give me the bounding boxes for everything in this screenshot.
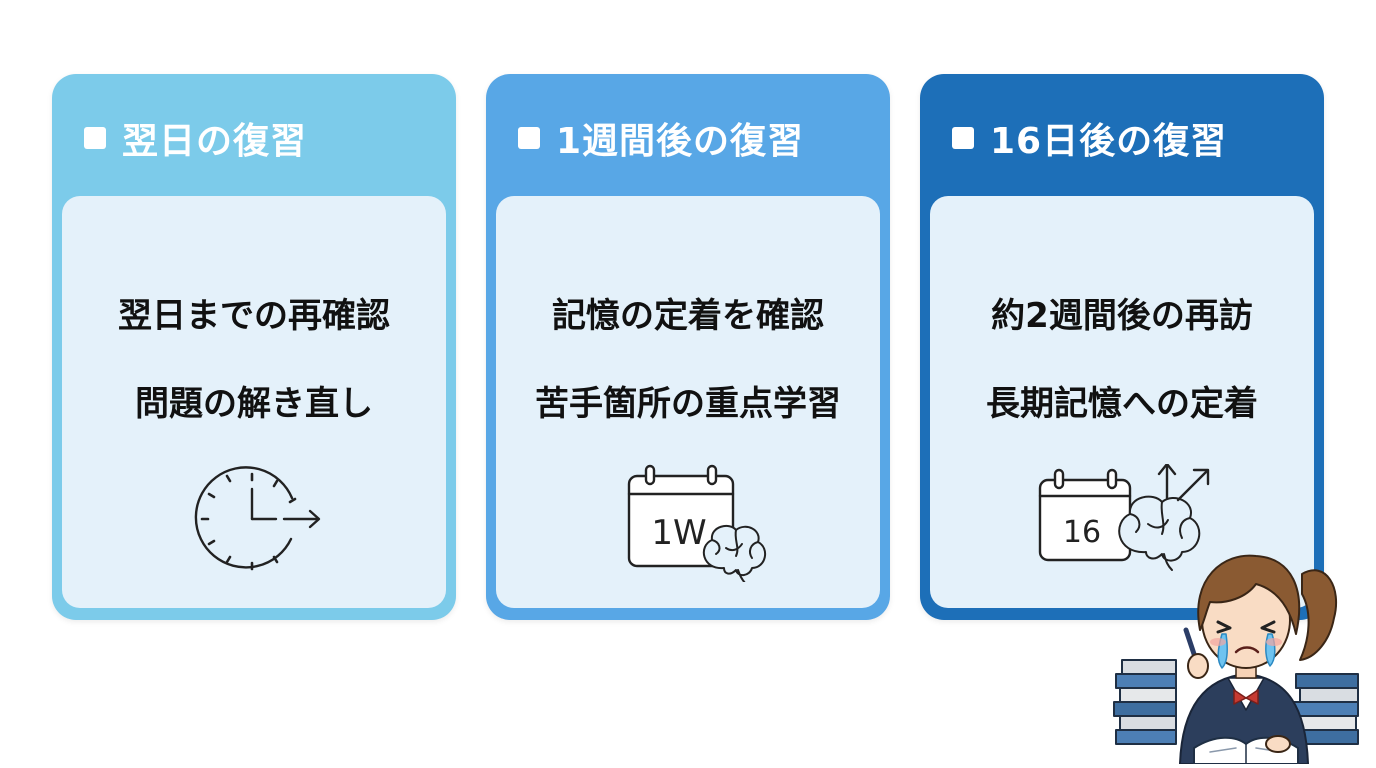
review-card-one-week: 1週間後の復習 記憶の定着を確認 苦手箇所の重点学習 1W [486, 74, 890, 620]
card-header: 翌日の復習 [84, 116, 307, 162]
card-header: 1週間後の復習 [518, 116, 804, 162]
card-line: 記憶の定着を確認 [552, 296, 824, 336]
card-body: 翌日までの再確認 問題の解き直し [62, 196, 446, 608]
card-body: 記憶の定着を確認 苦手箇所の重点学習 1W [496, 196, 880, 608]
square-bullet-icon [84, 127, 106, 149]
calendar-label: 1W [651, 513, 706, 553]
calendar-label: 16 [1063, 515, 1101, 550]
card-line: 翌日までの再確認 [118, 296, 390, 336]
card-title: 翌日の復習 [122, 121, 308, 162]
card-line: 問題の解き直し [135, 384, 373, 424]
card-title: 16日後の復習 [990, 121, 1228, 162]
review-card-next-day: 翌日の復習 翌日までの再確認 問題の解き直し [52, 74, 456, 620]
card-title: 1週間後の復習 [556, 121, 805, 162]
square-bullet-icon [518, 127, 540, 149]
review-card-sixteen-days: 16日後の復習 約2週間後の再訪 長期記憶への定着 16 [920, 74, 1324, 620]
card-header: 16日後の復習 [952, 116, 1227, 162]
square-bullet-icon [952, 127, 974, 149]
card-line: 苦手箇所の重点学習 [535, 384, 841, 424]
card-body: 約2週間後の再訪 長期記憶への定着 16 [930, 196, 1314, 608]
card-line: 約2週間後の再訪 [991, 296, 1253, 336]
clock-arrow-icon [62, 464, 446, 582]
card-line: 長期記憶への定着 [986, 384, 1258, 424]
calendar-brain-icon: 1W [496, 464, 880, 582]
calendar-brain-growth-icon: 16 [930, 464, 1314, 582]
crying-student-icon [1106, 538, 1368, 768]
